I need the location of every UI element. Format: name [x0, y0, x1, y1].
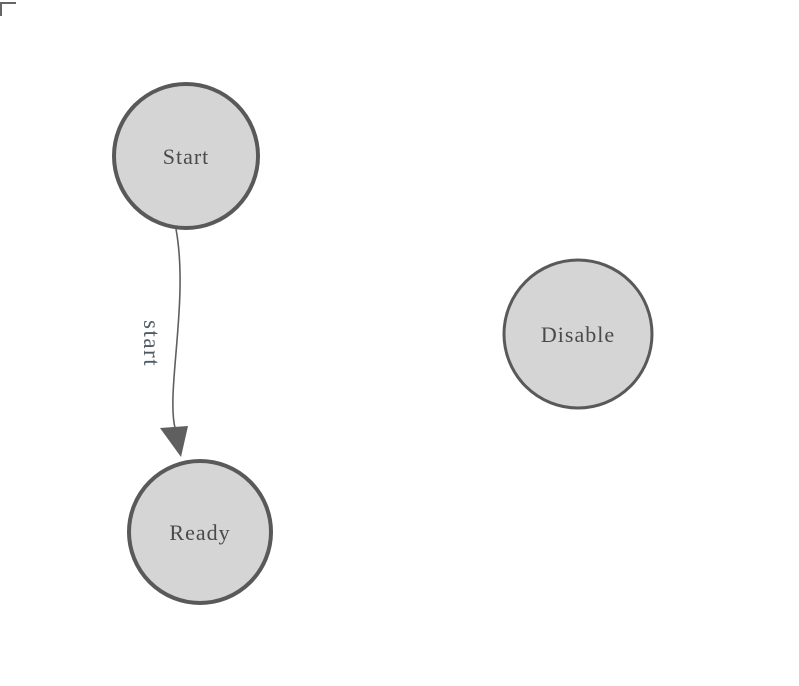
- transition-edge-start-to-ready[interactable]: start: [139, 228, 188, 457]
- transition-path[interactable]: [172, 228, 181, 429]
- state-node-ready[interactable]: Ready: [127, 459, 273, 605]
- state-node-disable[interactable]: Disable: [502, 258, 654, 410]
- arrowhead-icon: [160, 426, 188, 457]
- canvas-origin-corner: [0, 2, 16, 16]
- transition-label: start: [139, 320, 164, 367]
- state-node-start[interactable]: Start: [112, 82, 260, 230]
- state-node-start-circle[interactable]: [112, 82, 260, 230]
- state-node-ready-circle[interactable]: [127, 459, 273, 605]
- state-node-disable-circle[interactable]: [502, 258, 654, 410]
